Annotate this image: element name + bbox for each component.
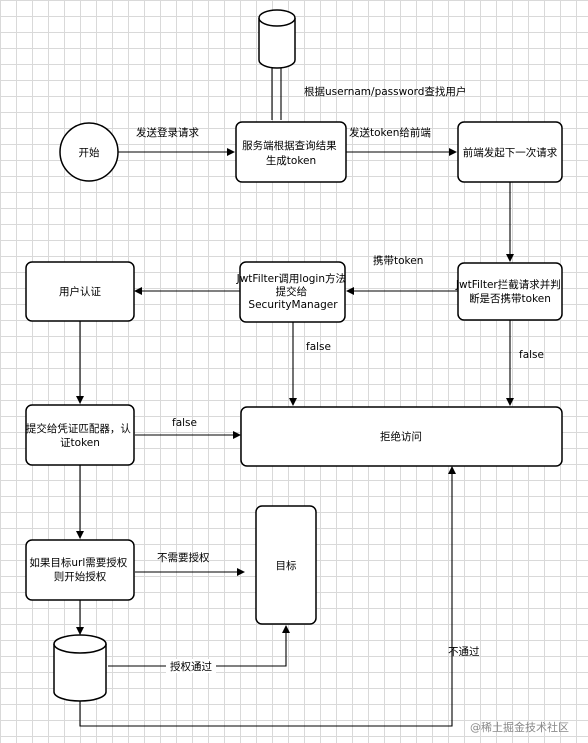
- top-database-icon: [258, 18, 296, 69]
- authorize-label: 如果目标url需要授权 则开始授权: [29, 556, 130, 583]
- jwtfilter-login-label: JwtFilter调用login方法 提交给 SecurityManager: [236, 272, 350, 311]
- credential-match-label: 提交给凭证匹配器，认 证token: [26, 422, 134, 449]
- edge-label-query-user: 根据usernam/password查找用户: [304, 85, 466, 98]
- watermark-text: @稀土掘金技术社区: [470, 720, 569, 734]
- start-label: 开始: [79, 146, 100, 159]
- user-auth-node: [25, 261, 135, 322]
- top-database-cap: [258, 9, 296, 27]
- target-node: [255, 505, 317, 625]
- edge-label-false-filter: false: [519, 349, 544, 361]
- start-node: [59, 122, 119, 182]
- edge-label-not-passed: 不通过: [448, 645, 480, 658]
- edge-label-auth-passed: 授权通过: [170, 660, 212, 673]
- bottom-database-cap: [53, 634, 107, 654]
- authorize-node: [25, 539, 135, 601]
- server-gen-token-node: [235, 121, 347, 183]
- edge-label-false-credential: false: [172, 417, 197, 429]
- server-gen-token-label: 服务端根据查询结果 生成token: [242, 139, 340, 167]
- edge-label-send-login: 发送登录请求: [136, 126, 199, 139]
- target-label: 目标: [276, 560, 297, 572]
- edge-label-carry-token: 携带token: [373, 254, 423, 267]
- frontend-next-node: [457, 121, 563, 183]
- jwtfilter-intercept-label: JwtFilter拦截请求并判 断是否携带token: [455, 278, 564, 305]
- deny-label: 拒绝访问: [380, 430, 422, 443]
- jwtfilter-login-node: [239, 261, 346, 323]
- frontend-next-label: 前端发起下一次请求: [463, 146, 558, 159]
- jwtfilter-intercept-node: [457, 262, 563, 321]
- edge-label-false-login: false: [306, 341, 331, 353]
- edge-label-send-token: 发送token给前端: [349, 126, 431, 139]
- edge-db-to-deny: [79, 466, 456, 727]
- edge-label-no-auth-needed: 不需要授权: [157, 551, 210, 564]
- user-auth-label: 用户认证: [59, 285, 101, 298]
- credential-match-node: [25, 404, 135, 466]
- bottom-database-icon: [53, 644, 107, 702]
- deny-node: [240, 406, 563, 467]
